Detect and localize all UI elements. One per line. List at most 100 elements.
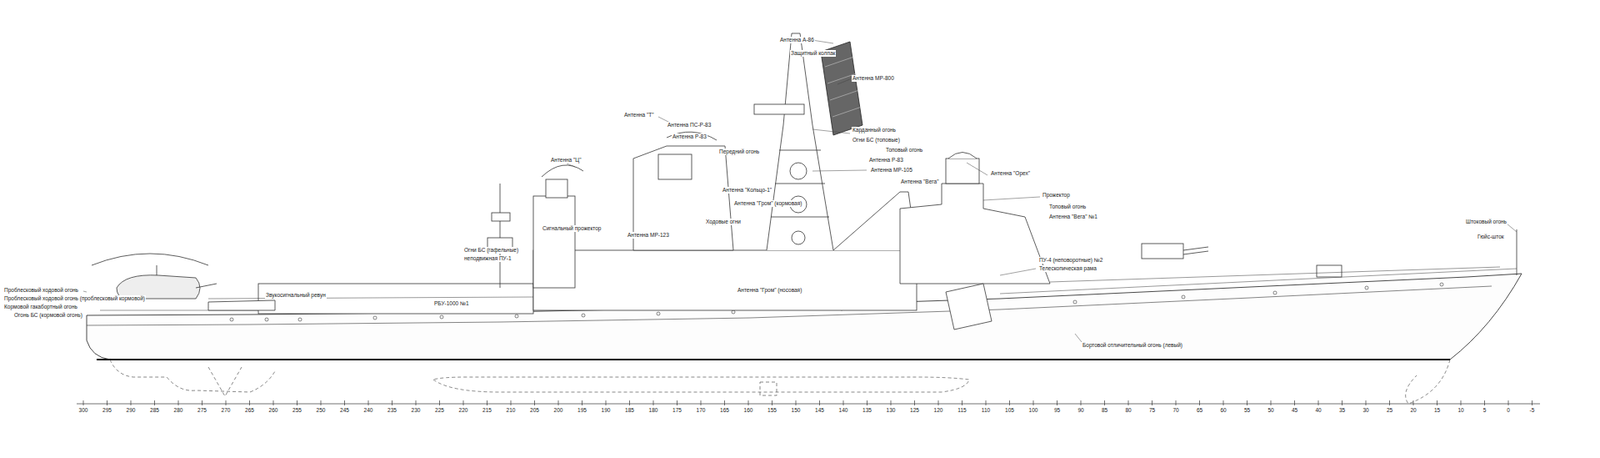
scale-tick <box>938 400 940 405</box>
frame-number: 200 <box>554 406 564 414</box>
part-label: Антенна "Гром" (носовая) <box>736 286 803 294</box>
part-label: Ходовые огни <box>705 218 742 225</box>
leader-lines <box>83 37 1517 342</box>
part-label: Топовый огонь <box>885 146 924 154</box>
scale-tick <box>1151 400 1153 405</box>
part-label: Антенна А-86 <box>779 36 815 44</box>
superstructure <box>208 33 1517 330</box>
scale-tick <box>1223 400 1225 405</box>
frame-number: 245 <box>340 406 350 414</box>
frame-number: 120 <box>934 406 944 414</box>
frame-number: 135 <box>862 406 872 414</box>
scale-tick <box>1436 400 1438 405</box>
frame-number: 125 <box>910 406 920 414</box>
scale-tick <box>1413 400 1415 405</box>
scale-tick <box>1270 400 1272 405</box>
frame-number: 250 <box>316 406 326 414</box>
scale-tick <box>1080 400 1082 405</box>
part-label: Антенна "Кольцо-1" <box>721 186 773 194</box>
frame-number: 90 <box>1077 406 1084 414</box>
frame-number: 50 <box>1267 406 1274 414</box>
frame-number: 205 <box>530 406 540 414</box>
frame-number: 55 <box>1244 406 1250 414</box>
frame-number: 20 <box>1410 406 1416 414</box>
scale-tick <box>510 400 512 405</box>
scale-tick <box>273 400 275 405</box>
part-label: Огни БС (топовые) <box>851 136 901 144</box>
frame-number: 160 <box>744 406 754 414</box>
part-label: Сигнальный прожектор <box>541 225 602 232</box>
part-label: Карданный огонь <box>851 126 897 134</box>
part-label: Антенна МР-123 <box>626 231 670 239</box>
part-label: Звукосигнальный ревун <box>265 291 327 299</box>
frame-number: 15 <box>1434 406 1440 414</box>
scale-tick <box>178 400 180 405</box>
scale-tick <box>1460 400 1462 405</box>
part-label: Антенна "Вега" №1 <box>1048 213 1099 220</box>
part-label: ПУ-4 (неповоротные) №2 <box>1038 256 1104 264</box>
scale-tick <box>914 400 915 405</box>
frame-number: 260 <box>269 406 279 414</box>
scale-tick <box>771 400 773 405</box>
frame-number: 75 <box>1149 406 1155 414</box>
scale-tick <box>1175 400 1177 405</box>
part-label: Огни БС (гафельные) <box>463 246 520 254</box>
frame-number: 0 <box>1506 406 1510 414</box>
part-label: Антенна Р-83 <box>868 156 905 164</box>
scale-tick <box>1246 400 1248 405</box>
part-label: неподвижная ПУ-1 <box>463 255 513 262</box>
frame-number: 130 <box>886 406 896 414</box>
scale-tick <box>961 400 963 405</box>
scale-tick <box>344 400 345 405</box>
scale-tick <box>368 400 370 405</box>
helicopter <box>91 253 217 299</box>
frame-number: 140 <box>839 406 849 414</box>
part-label: Антенна "Т" <box>623 111 655 119</box>
frame-number: 195 <box>577 406 587 414</box>
scale-tick <box>1341 400 1343 405</box>
part-label: Гюйс-шток <box>1476 233 1505 240</box>
scale-tick <box>154 400 155 405</box>
part-label: Проблесковый ходовой огонь (проблесковый… <box>3 295 146 302</box>
frame-number: 240 <box>364 406 374 414</box>
frame-number: 155 <box>767 406 777 414</box>
part-label: Антенна "Гром" (кормовая) <box>733 200 803 207</box>
frame-number: 95 <box>1054 406 1060 414</box>
scale-tick <box>1365 400 1367 405</box>
part-label: Антенна Р-83 <box>671 133 708 140</box>
frame-number: 10 <box>1457 406 1464 414</box>
frame-number: 185 <box>625 406 635 414</box>
frame-number: 60 <box>1220 406 1226 414</box>
scale-tick <box>1033 400 1035 405</box>
scale-tick <box>1104 400 1105 405</box>
part-label: Бортовой отличительный огонь (левый) <box>1081 341 1184 349</box>
part-label: Передний огонь <box>718 148 760 155</box>
part-label: Кормовой гакабортный огонь <box>3 303 79 310</box>
frame-number: 215 <box>482 406 492 414</box>
part-label: Проблесковый ходовой огонь <box>3 286 80 294</box>
scale-tick <box>581 400 583 405</box>
frame-number: 295 <box>102 406 112 414</box>
frame-number: 40 <box>1315 406 1321 414</box>
scale-tick <box>201 400 203 405</box>
scale-tick <box>558 400 560 405</box>
scale-tick <box>1318 400 1320 405</box>
scale-tick <box>819 400 820 405</box>
part-label: Антенна "Орех" <box>990 170 1031 177</box>
frame-number: 290 <box>126 406 136 414</box>
frame-number: 210 <box>506 406 516 414</box>
frame-number: 80 <box>1125 406 1131 414</box>
scale-tick <box>890 400 892 405</box>
frame-number: 300 <box>79 406 89 414</box>
frame-number: 145 <box>815 406 825 414</box>
scale-tick <box>130 400 132 405</box>
part-label: Штоковый огонь <box>1465 218 1508 225</box>
frame-number: 115 <box>957 406 966 414</box>
scale-tick <box>486 400 488 405</box>
scale-tick <box>106 400 108 405</box>
scale-tick <box>296 400 298 405</box>
part-label: Топовый огонь <box>1048 203 1087 210</box>
frame-number: 230 <box>411 406 421 414</box>
